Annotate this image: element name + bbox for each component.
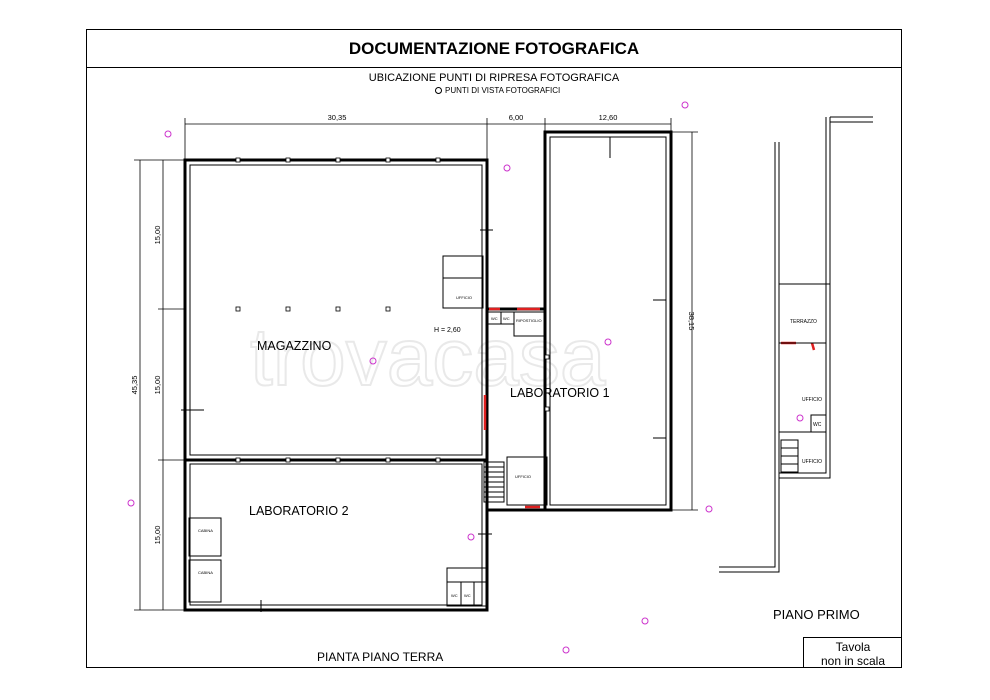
photo-point: [503, 164, 511, 172]
dim-left-3: 15,00: [153, 526, 162, 545]
scale-note-line2: non in scala: [820, 654, 886, 668]
dimension-lines: [134, 118, 698, 611]
photo-point-legend-icon: [435, 87, 442, 95]
scale-note-box: Tavola non in scala: [803, 637, 902, 668]
room-cabina-a: CABINA: [198, 528, 213, 533]
upper-ufficio-b: UFFICIO: [802, 459, 822, 465]
photo-point: [467, 533, 475, 541]
dim-top-a: 30,35: [328, 113, 347, 122]
dim-top-c: 12,60: [599, 113, 618, 122]
scale-note-line1: Tavola: [835, 640, 871, 654]
drawing-sheet: DOCUMENTAZIONE FOTOGRAFICA UBICAZIONE PU…: [86, 29, 902, 668]
room-wc-d: WC: [464, 593, 471, 598]
room-ripostiglio: RIPOSTIGLIO: [516, 318, 542, 323]
ground-floor-caption: PIANTA PIANO TERRA: [317, 650, 444, 664]
upper-floor-label: PIANO PRIMO: [773, 607, 860, 622]
stairs: [483, 461, 505, 503]
photo-points: [127, 101, 804, 654]
photo-point: [164, 130, 172, 138]
room-wc-c: WC: [451, 593, 458, 598]
dim-right: 38,15: [687, 312, 696, 331]
dim-left-2: 15,00: [153, 376, 162, 395]
room-wc-b: WC: [503, 316, 510, 321]
photo-point: [681, 101, 689, 109]
room-laboratorio-2: LABORATORIO 2: [249, 504, 349, 518]
upper-terrazzo: TERRAZZO: [790, 319, 817, 325]
room-wc-a: WC: [491, 316, 498, 321]
room-height: H = 2,60: [434, 327, 461, 334]
legend: PUNTI DI VISTA FOTOGRAFICI: [435, 86, 560, 95]
upper-floor-walls: [719, 116, 873, 573]
dim-top-b: 6,00: [509, 113, 524, 122]
photo-point: [641, 617, 649, 625]
room-ufficio-lab1: UFFICIO: [515, 474, 531, 479]
photo-point: [796, 414, 804, 422]
footer-fine-print: [398, 690, 399, 694]
upper-wc: WC: [813, 422, 822, 428]
photo-point: [705, 505, 713, 513]
dim-left-total: 45,35: [130, 376, 139, 395]
dim-left-1: 15,00: [153, 226, 162, 245]
room-laboratorio-1: LABORATORIO 1: [510, 386, 610, 400]
photo-point: [562, 646, 570, 654]
room-labels: MAGAZZINO LABORATORIO 1 LABORATORIO 2 UF…: [198, 295, 860, 622]
room-ufficio: UFFICIO: [456, 295, 472, 300]
photo-point: [369, 357, 377, 365]
legend-label: PUNTI DI VISTA FOTOGRAFICI: [445, 86, 561, 95]
sheet-title: DOCUMENTAZIONE FOTOGRAFICA: [87, 30, 901, 68]
pillars: [235, 157, 550, 463]
photo-point: [127, 499, 135, 507]
room-cabina-b: CABINA: [198, 570, 213, 575]
photo-point: [604, 338, 612, 346]
room-magazzino: MAGAZZINO: [257, 339, 332, 353]
upper-ufficio-a: UFFICIO: [802, 397, 822, 403]
dimension-labels: 30,35 6,00 12,60 45,35 15,00 15,00 15,00…: [130, 113, 696, 544]
sheet-subtitle: UBICAZIONE PUNTI DI RIPRESA FOTOGRAFICA: [368, 72, 620, 84]
